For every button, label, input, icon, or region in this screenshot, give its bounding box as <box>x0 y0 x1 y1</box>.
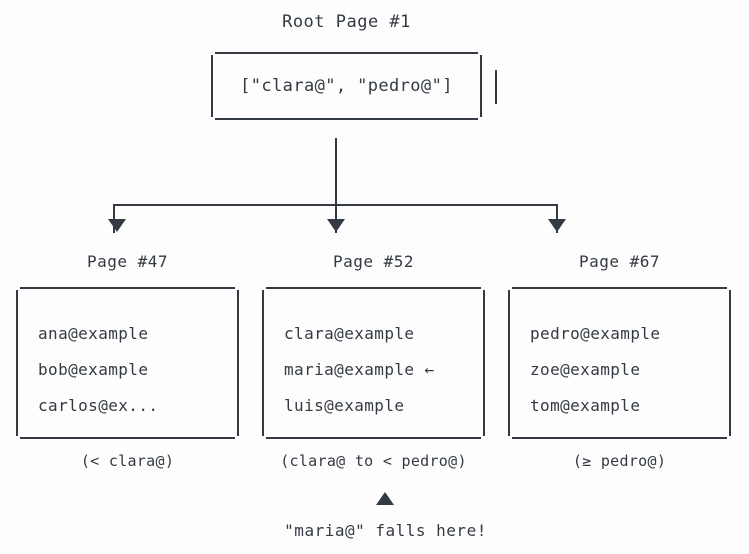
leaf-1-entry-list: clara@example maria@example ← luis@examp… <box>262 302 485 424</box>
list-item: ana@example <box>38 324 149 343</box>
list-item-highlighted: maria@example ← <box>284 360 435 379</box>
list-item: carlos@ex... <box>38 396 159 415</box>
annotation-arrow-up-icon <box>376 492 394 505</box>
root-box-bottom-border <box>215 118 478 120</box>
branch-arrow-down-icon-center <box>327 219 345 232</box>
root-box-left-border <box>211 55 213 117</box>
leaf-2-top-border <box>512 287 727 289</box>
leaf-page-box-1: clara@example maria@example ← luis@examp… <box>262 287 485 439</box>
leaf-1-top-border <box>266 287 481 289</box>
leaf-1-bottom-border <box>266 437 481 439</box>
list-item: zoe@example <box>530 360 641 379</box>
list-item: clara@example <box>284 324 415 343</box>
list-item: luis@example <box>284 396 405 415</box>
leaf-1-content: clara@example maria@example ← luis@examp… <box>262 287 485 439</box>
root-keys-text: ["clara@", "pedro@"] <box>240 76 453 96</box>
branch-arrow-down-icon-right <box>548 219 566 232</box>
leaf-page-box-2: pedro@example zoe@example tom@example <box>508 287 731 439</box>
root-page-title: Root Page #1 <box>282 12 411 32</box>
root-page-box: ["clara@", "pedro@"] <box>211 52 482 120</box>
leaf-0-top-border <box>20 287 235 289</box>
annotation-text: "maria@" falls here! <box>284 521 487 540</box>
leaf-0-right-border <box>237 290 239 436</box>
root-box-right-border <box>480 55 482 117</box>
range-label-2: (≥ pedro@) <box>572 452 667 470</box>
leaf-2-content: pedro@example zoe@example tom@example <box>508 287 731 439</box>
leaf-0-content: ana@example bob@example carlos@ex... <box>16 287 239 439</box>
leaf-2-bottom-border <box>512 437 727 439</box>
leaf-2-right-border <box>729 290 731 436</box>
root-box-trailing-pipe <box>495 70 497 104</box>
page-label-0: Page #47 <box>86 252 169 271</box>
leaf-0-entry-list: ana@example bob@example carlos@ex... <box>16 302 239 424</box>
leaf-page-box-0: ana@example bob@example carlos@ex... <box>16 287 239 439</box>
root-box-content: ["clara@", "pedro@"] <box>211 52 482 120</box>
range-label-0: (< clara@) <box>80 452 175 470</box>
list-item: bob@example <box>38 360 149 379</box>
root-box-top-border <box>215 52 478 54</box>
range-label-1: (clara@ to < pedro@) <box>280 452 467 470</box>
leaf-2-left-border <box>508 290 510 436</box>
branch-arrow-down-icon-left <box>108 219 126 232</box>
leaf-0-bottom-border <box>20 437 235 439</box>
branch-bus-line <box>113 204 558 206</box>
leaf-1-right-border <box>483 290 485 436</box>
leaf-0-left-border <box>16 290 18 436</box>
page-label-1: Page #52 <box>332 252 415 271</box>
root-trunk-line <box>335 138 337 204</box>
leaf-2-entry-list: pedro@example zoe@example tom@example <box>508 302 731 424</box>
list-item: tom@example <box>530 396 641 415</box>
leaf-1-left-border <box>262 290 264 436</box>
list-item: pedro@example <box>530 324 661 343</box>
page-label-2: Page #67 <box>578 252 661 271</box>
